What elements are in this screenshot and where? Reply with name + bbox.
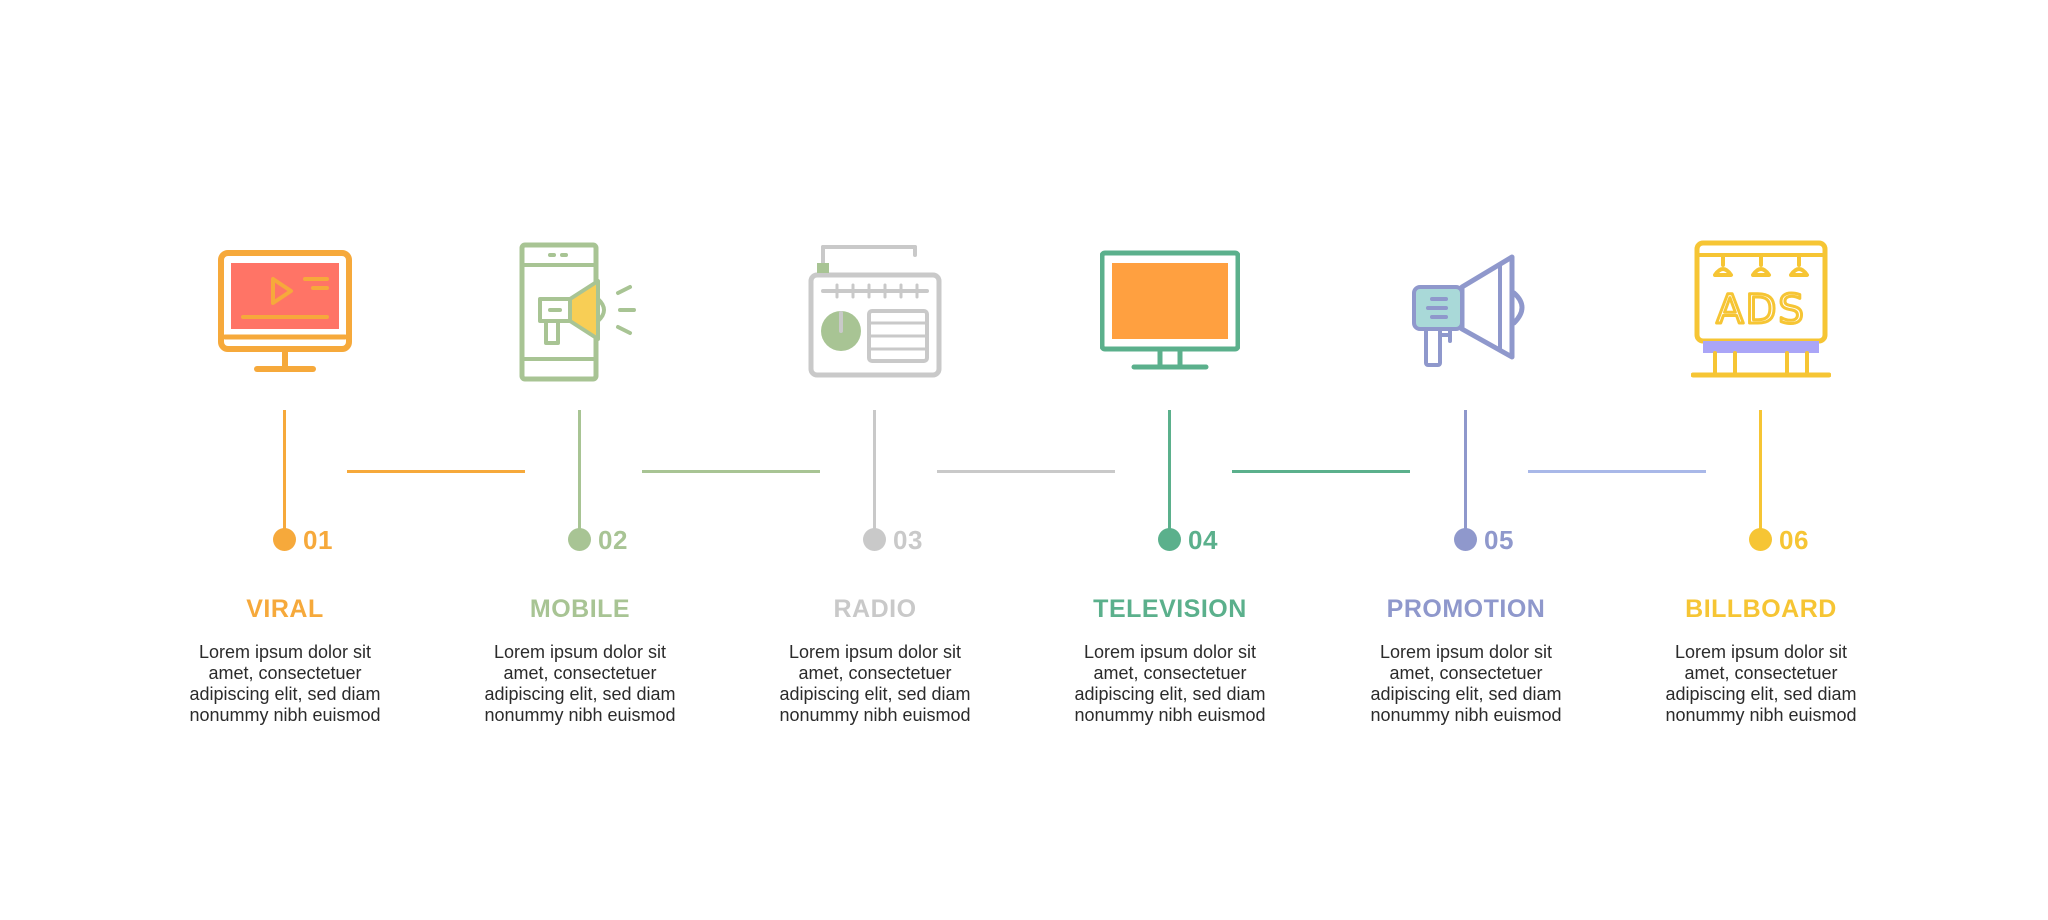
step-title: RADIO [833, 595, 917, 623]
step-number: 05 [1484, 525, 1514, 555]
step-number: 01 [303, 525, 333, 555]
step-title: TELEVISION [1093, 595, 1247, 623]
phone-megaphone-icon [510, 235, 650, 385]
connector-line [1232, 470, 1410, 473]
step-vertical-line [873, 410, 876, 540]
billboard-ads-text: ADS [1716, 287, 1806, 333]
megaphone-icon [1396, 235, 1536, 385]
step-vertical-line [1759, 410, 1762, 540]
step-number: 06 [1779, 525, 1809, 555]
step-title: BILLBOARD [1685, 595, 1837, 623]
step-number: 03 [893, 525, 923, 555]
step-marker-dot [863, 528, 886, 551]
connector-line [642, 470, 820, 473]
monitor-play-icon [215, 235, 355, 385]
step-vertical-line [1464, 410, 1467, 540]
step-title: MOBILE [529, 595, 631, 623]
step-title: VIRAL [246, 595, 324, 623]
step-vertical-line [578, 410, 581, 540]
step-vertical-line [1168, 410, 1171, 540]
step-marker-dot [273, 528, 296, 551]
connector-line [937, 470, 1115, 473]
connector-line [1528, 470, 1706, 473]
step-marker-dot [568, 528, 591, 551]
connector-line [347, 470, 525, 473]
step-vertical-line [283, 410, 286, 540]
step-title: PROMOTION [1386, 595, 1546, 623]
step-marker-dot [1454, 528, 1477, 551]
radio-icon [805, 235, 945, 385]
billboard-icon: ADS [1691, 235, 1831, 385]
step-number: 02 [598, 525, 628, 555]
step-marker-dot [1158, 528, 1181, 551]
step-number: 04 [1188, 525, 1218, 555]
step-marker-dot [1749, 528, 1772, 551]
television-icon [1100, 235, 1240, 385]
